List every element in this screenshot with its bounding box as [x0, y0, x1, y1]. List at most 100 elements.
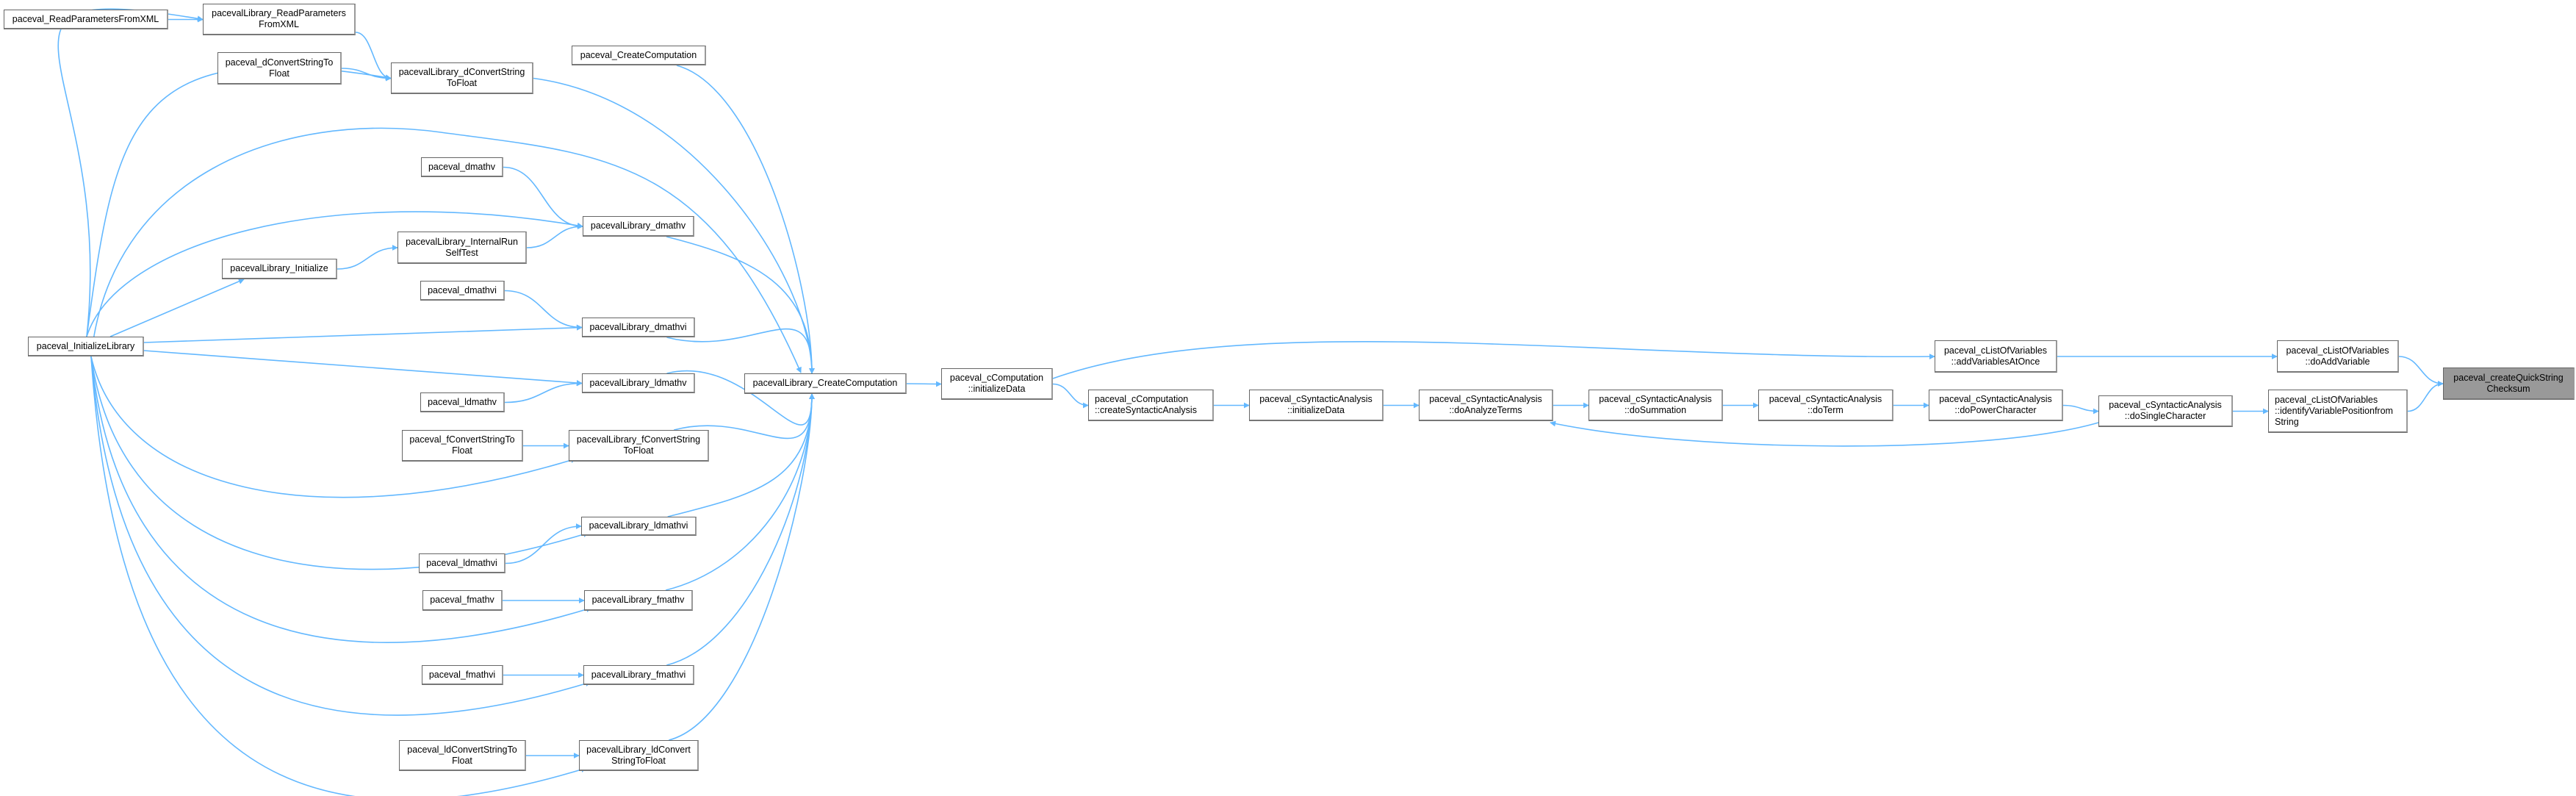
node-label-line: ::doAnalyzeTerms	[1449, 405, 1522, 415]
node-label-line: Float	[452, 445, 472, 456]
node-label-line: pacevalLibrary_Initialize	[230, 263, 328, 273]
node-label-line: paceval_dmathvi	[428, 284, 497, 295]
node-label-line: Float	[269, 68, 289, 79]
node-label-line: ::doSingleCharacter	[2124, 411, 2206, 421]
graph-node-libfmathvi[interactable]: pacevalLibrary_fmathvi	[583, 665, 694, 685]
graph-node-read-x-m-l[interactable]: paceval_ReadParametersFromXML	[4, 10, 168, 29]
node-label-line: ::createSyntacticAnalysis	[1095, 405, 1197, 415]
edge-initLib-to-libfConv	[90, 356, 577, 498]
edge-initLib-to-libfmathv	[90, 356, 592, 643]
graph-node-libldmathvi[interactable]: pacevalLibrary_ldmathvi	[581, 517, 697, 536]
node-label-line: ::doTerm	[1807, 405, 1843, 415]
edge-libfConv-to-libCreate	[674, 393, 815, 440]
node-label-line: paceval_cSyntacticAnalysis	[2109, 400, 2222, 410]
edge-compInit-to-addOnce	[1052, 341, 1935, 379]
node-label-line: Checksum	[2486, 383, 2530, 394]
node-label-line: paceval_dConvertStringTo	[225, 57, 334, 68]
graph-node-identify[interactable]: paceval_cListOfVariables::identifyVariab…	[2268, 390, 2408, 433]
node-label-line: paceval_CreateComputation	[580, 49, 697, 60]
edge-libldmathvi-to-libCreate	[667, 393, 815, 517]
node-label-line: pacevalLibrary_InternalRun	[406, 236, 518, 247]
node-label-line: pacevalLibrary_dConvertString	[398, 67, 525, 77]
graph-node-libfmathv[interactable]: pacevalLibrary_fmathv	[584, 590, 693, 611]
graph-node-fmathv[interactable]: paceval_fmathv	[422, 590, 503, 611]
graph-node-single[interactable]: paceval_cSyntacticAnalysis::doSingleChar…	[2098, 395, 2233, 427]
node-label-line: pacevalLibrary_fmathv	[591, 595, 685, 605]
edge-libdmathvi-to-libCreate	[666, 328, 815, 374]
node-label-line: paceval_cComputation	[1095, 394, 1189, 404]
node-label-line: SelfTest	[445, 247, 478, 258]
node-label-line: paceval_fConvertStringTo	[409, 434, 515, 445]
graph-node-libdmathvi[interactable]: pacevalLibrary_dmathvi	[582, 318, 695, 337]
edge-initLib-to-libInit	[109, 279, 245, 337]
node-label-line: paceval_cSyntacticAnalysis	[1429, 394, 1542, 404]
node-label-line: FromXML	[259, 19, 299, 29]
graph-node-lib-init[interactable]: pacevalLibrary_Initialize	[222, 259, 337, 279]
node-label-line: paceval_ReadParametersFromXML	[12, 13, 159, 24]
graph-node-sa-init[interactable]: paceval_cSyntacticAnalysis::initializeDa…	[1249, 390, 1384, 421]
graph-node-analyze[interactable]: paceval_cSyntacticAnalysis::doAnalyzeTer…	[1419, 390, 1553, 421]
edge-ldmathvi-to-libldmathvi	[505, 523, 582, 564]
graph-node-dmathv[interactable]: paceval_dmathv	[421, 157, 503, 177]
graph-node-power[interactable]: paceval_cSyntacticAnalysis::doPowerChara…	[1929, 390, 2063, 421]
graph-node-summ[interactable]: paceval_cSyntacticAnalysis::doSummation	[1589, 390, 1723, 421]
node-label-line: ToFloat	[447, 78, 477, 88]
node-label-line: pacevalLibrary_fmathvi	[591, 669, 686, 680]
graph-node-add-var[interactable]: paceval_cListOfVariables::doAddVariable	[2277, 340, 2399, 373]
graph-node-lib-create[interactable]: pacevalLibrary_CreateComputation	[744, 373, 907, 394]
node-label-line: paceval_InitializeLibrary	[36, 340, 135, 351]
edge-power-to-single	[2062, 404, 2099, 415]
node-label-line: paceval_cSyntacticAnalysis	[1769, 394, 1882, 404]
graph-node-create-comp[interactable]: paceval_CreateComputation	[572, 46, 706, 65]
graph-node-fmathvi[interactable]: paceval_fmathvi	[422, 665, 503, 685]
node-label-line: pacevalLibrary_dmathvi	[589, 321, 687, 332]
graph-node-create-s-a[interactable]: paceval_cComputation::createSyntacticAna…	[1088, 390, 1214, 421]
node-label-line: pacevalLibrary_CreateComputation	[752, 378, 898, 388]
graph-node-dmathvi[interactable]: paceval_dmathvi	[420, 281, 505, 301]
node-label-line: ToFloat	[623, 445, 654, 456]
graph-node-libdmathv[interactable]: pacevalLibrary_dmathv	[583, 216, 694, 237]
edge-addVar-to-checksum	[2398, 356, 2444, 387]
node-label-line: Float	[452, 755, 472, 766]
edge-initLib-to-libdmathvi	[143, 324, 583, 343]
graph-node-init-lib[interactable]: paceval_InitializeLibrary	[28, 337, 144, 356]
node-label-line: paceval_cComputation	[949, 373, 1044, 383]
edge-libdConv-to-libCreate	[533, 77, 815, 374]
node-label-line: paceval_cListOfVariables	[1943, 345, 2048, 356]
edge-initLib-to-libldmathv	[143, 350, 583, 386]
edge-dConv-to-libdConv	[341, 68, 392, 82]
node-label-line: paceval_ldConvertStringTo	[407, 744, 517, 755]
node-label-line: paceval_ldmathvi	[426, 557, 497, 568]
node-label-line: paceval_ldmathv	[428, 396, 497, 407]
node-label-line: ::identifyVariablePositionfrom	[2275, 405, 2393, 416]
node-label-line: ::initializeData	[1287, 405, 1345, 415]
edge-libfmathv-to-libCreate	[665, 393, 815, 591]
graph-node-ldmathvi[interactable]: paceval_ldmathvi	[419, 553, 506, 573]
node-label-line: paceval_fmathv	[430, 595, 494, 605]
edge-libdmathv-to-libCreate	[666, 236, 815, 374]
graph-node-libldmathv[interactable]: pacevalLibrary_ldmathv	[582, 373, 695, 393]
graph-node-comp-init[interactable]: paceval_cComputation::initializeData	[941, 368, 1053, 400]
graph-node-ldmathv[interactable]: paceval_ldmathv	[420, 392, 505, 412]
edge-initLib-to-libdConv	[86, 66, 392, 337]
node-label-line: paceval_cSyntacticAnalysis	[1599, 394, 1712, 404]
edge-initLib-to-libReadXML	[57, 8, 204, 337]
edge-initLib-to-libCreate	[90, 127, 802, 373]
graph-node-term[interactable]: paceval_cSyntacticAnalysis::doTerm	[1758, 390, 1893, 421]
graph-node-add-once[interactable]: paceval_cListOfVariables::addVariablesAt…	[1935, 340, 2057, 373]
edge-ldmathv-to-libldmathv	[504, 380, 583, 404]
edge-libldmathv-to-libCreate	[666, 370, 815, 426]
node-label-line: pacevalLibrary_ldConvert	[586, 744, 691, 755]
node-label-line: paceval_cSyntacticAnalysis	[1259, 394, 1372, 404]
node-label-line: ::initializeData	[968, 384, 1026, 394]
edge-createComp-to-libCreate	[676, 65, 815, 374]
node-label-line: ::doSummation	[1624, 405, 1687, 415]
